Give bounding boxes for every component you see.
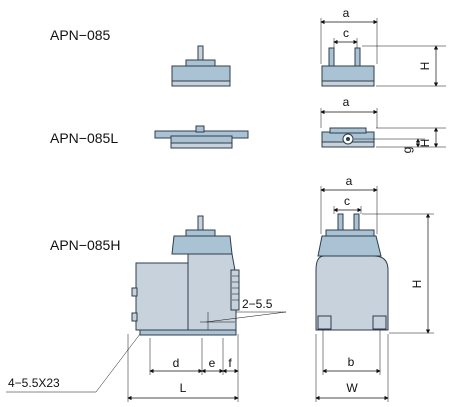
model-label-apn-085h: APN−085H bbox=[50, 237, 121, 253]
apn-085h-front-dims bbox=[6, 311, 287, 402]
dim-a-085l: a bbox=[343, 95, 350, 109]
apn-085l-side-view bbox=[320, 108, 446, 148]
dim-c-085: c bbox=[343, 26, 349, 40]
apn-085h-side-dims bbox=[315, 186, 434, 402]
model-label-apn-085l: APN−085L bbox=[50, 130, 119, 146]
apn-085-front-view bbox=[171, 45, 231, 87]
dim-e-085h: e bbox=[209, 356, 216, 370]
apn-085h-front-view bbox=[131, 215, 240, 336]
dim-b-085h: b bbox=[348, 355, 355, 369]
dim-a-085h: a bbox=[346, 174, 353, 188]
dim-a-085: a bbox=[343, 6, 350, 20]
dim-l-085h: L bbox=[180, 381, 187, 395]
dim-f-085h: f bbox=[228, 356, 232, 370]
model-label-apn-085: APN−085 bbox=[50, 27, 111, 43]
dim-h-085: H bbox=[418, 62, 432, 71]
callout-4-5-5x23: 4−5.5X23 bbox=[8, 376, 60, 390]
dim-c-085h: c bbox=[344, 194, 350, 208]
dim-g-085l: g bbox=[400, 147, 414, 154]
dim-w-085h: W bbox=[346, 381, 358, 395]
apn-085h-side-view bbox=[315, 213, 389, 331]
apn-085l-front-view bbox=[154, 125, 249, 149]
dim-d-085h: d bbox=[173, 356, 180, 370]
dim-h-085h: H bbox=[410, 280, 424, 289]
dim-h-085l: H bbox=[418, 139, 432, 148]
callout-2-5-5: 2−5.5 bbox=[242, 297, 273, 311]
apn-085-side-view bbox=[320, 18, 446, 87]
